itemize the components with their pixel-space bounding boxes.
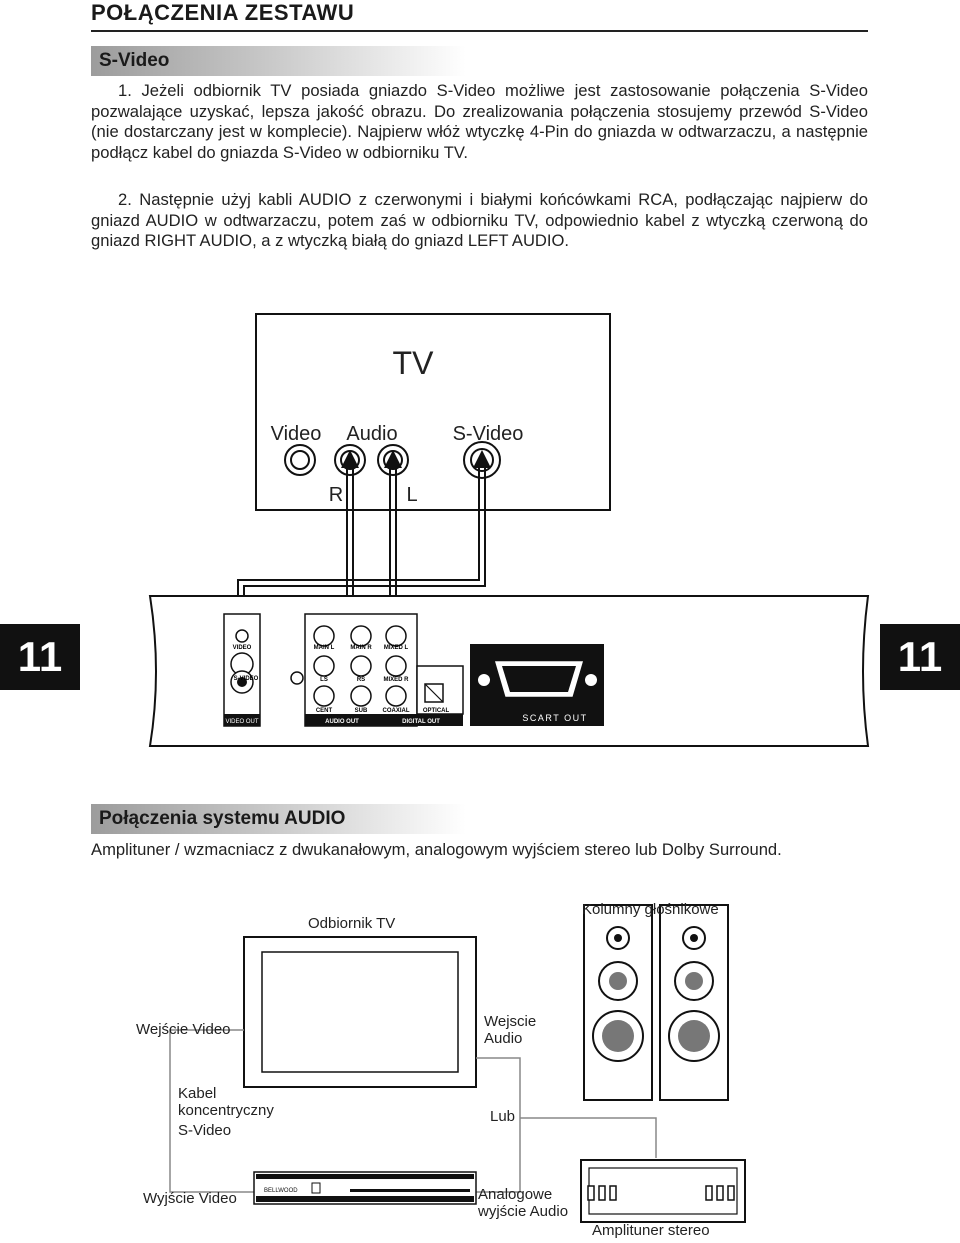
amplifier-icon xyxy=(580,1159,746,1223)
video-output-label: Wyjście Video xyxy=(143,1190,237,1207)
svg-text:SCART OUT: SCART OUT xyxy=(522,713,587,723)
dvd-player-icon: BELLWOOD xyxy=(253,1171,477,1205)
or-label: Lub xyxy=(490,1108,516,1125)
video-input-label: Wejście Video xyxy=(136,1021,231,1038)
svg-text:VIDEO: VIDEO xyxy=(233,645,252,651)
tv-audio-label: Audio xyxy=(346,423,397,445)
speakers-label: Kolumny głośnikowe xyxy=(582,901,719,918)
svg-text:BELLWOOD: BELLWOOD xyxy=(264,1188,298,1194)
audio-section-heading-bar: Połączenia systemu AUDIO xyxy=(91,804,466,834)
analog-output-label-line1: Analogowe xyxy=(478,1186,553,1203)
svg-text:CENT: CENT xyxy=(316,708,333,714)
svg-text:RS: RS xyxy=(357,677,365,683)
svg-text:SUB: SUB xyxy=(355,708,368,714)
page-number-right: 11 xyxy=(880,624,960,690)
svg-text:VIDEO OUT: VIDEO OUT xyxy=(225,719,258,725)
tv-label: TV xyxy=(393,345,435,381)
audio-input-label-line1: Wejscie xyxy=(484,1013,537,1030)
svideo-paragraph-2: 2. Następnie użyj kabli AUDIO z czerwony… xyxy=(91,190,868,250)
audio-input-label-line2: Audio xyxy=(484,1030,523,1047)
svideo-connection-diagram: TV Video Audio S-Video R L xyxy=(148,313,870,747)
tv-right-label: R xyxy=(329,484,343,506)
tv-video-label: Video xyxy=(271,423,322,445)
page-number-left: 11 xyxy=(0,624,80,690)
tv-svideo-label: S-Video xyxy=(453,423,524,445)
tv-video-jack xyxy=(284,444,316,476)
analog-output-label-line2: wyjście Audio xyxy=(478,1203,569,1220)
svg-text:MAIN L: MAIN L xyxy=(314,645,335,651)
cable-label-line1: Kabel xyxy=(178,1085,217,1102)
svg-text:COAXIAL: COAXIAL xyxy=(383,708,410,714)
svg-text:OPTICAL: OPTICAL xyxy=(423,708,450,714)
svg-text:MIXED L: MIXED L xyxy=(384,645,409,651)
svg-text:S-VIDEO: S-VIDEO xyxy=(234,676,259,682)
svg-text:AUDIO OUT: AUDIO OUT xyxy=(325,719,359,725)
svg-text:DIGITAL OUT: DIGITAL OUT xyxy=(402,719,440,725)
audio-paragraph: Amplituner / wzmacniacz z dwukanałowym, … xyxy=(91,840,782,859)
tv-left-label: L xyxy=(406,484,417,506)
tv-box xyxy=(255,313,611,511)
page-title: POŁĄCZENIA ZESTAWU xyxy=(91,0,355,25)
audio-connection-lines xyxy=(169,1029,657,1193)
svideo-paragraph-1: 1. Jeżeli odbiornik TV posiada gniazdo S… xyxy=(91,81,868,162)
cable-label-line3: S-Video xyxy=(178,1122,232,1139)
amplifier-label: Amplituner stereo xyxy=(592,1222,710,1239)
svg-text:LS: LS xyxy=(320,677,328,683)
svideo-section-heading-bar: S-Video xyxy=(91,46,466,76)
cable-label-line2: koncentryczny xyxy=(178,1102,274,1119)
svg-text:MAIN R: MAIN R xyxy=(350,645,372,651)
dvd-rear-panel: VIDEO S-VIDEO VIDEO OUT MAIN L MAIN R MI… xyxy=(148,595,870,747)
audio-connection-diagram: BELLWOOD xyxy=(169,904,746,1223)
svg-text:MIXED R: MIXED R xyxy=(383,677,409,683)
audio-section-heading: Połączenia systemu AUDIO xyxy=(99,808,346,829)
tv-receiver-label: Odbiornik TV xyxy=(308,915,396,932)
title-divider xyxy=(91,30,868,32)
svideo-section-heading: S-Video xyxy=(99,50,170,71)
